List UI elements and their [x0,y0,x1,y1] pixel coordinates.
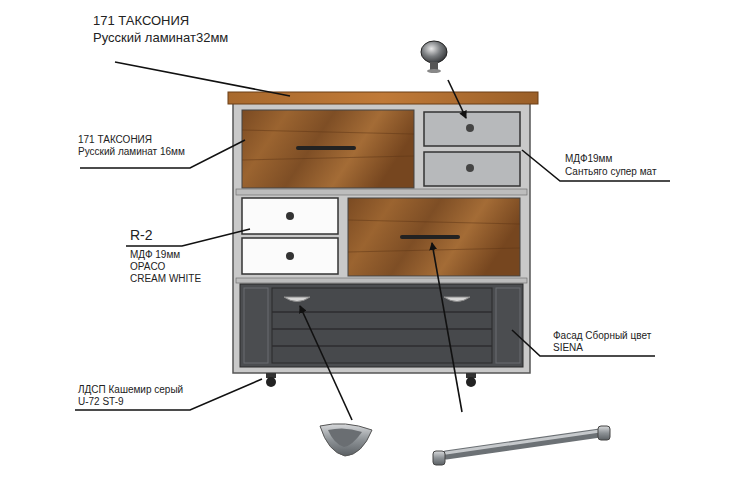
leader-lines [75,62,670,410]
shell-handle-picture [320,424,372,456]
handle-arrows [300,80,466,420]
material-name: МДФ 19мм [130,249,180,260]
material-title: 171 ТАКСОНИЯ [78,134,152,145]
callout-code: R-2 [130,228,153,243]
material-name: МДФ19мм [565,153,612,164]
cabinet-body [228,92,538,387]
knob-picture [421,41,447,73]
material-name: ЛДСП Кашемир серый [78,384,183,395]
material-name: Русский ламинат 16мм [78,146,185,157]
material-finish: Сантьяго супер мат [565,166,657,177]
material-colour: CREAM WHITE [130,273,201,284]
material-name: Русский ламинат32мм [93,31,228,45]
material-name: Фасад Сборный цвет [553,330,651,341]
bar-handle-picture [433,426,610,465]
material-finish: OPACO [130,261,165,272]
material-code: U-72 ST-9 [78,396,124,407]
material-colour: SIENA [553,342,583,353]
material-title: 171 ТАКСОНИЯ [93,14,189,28]
